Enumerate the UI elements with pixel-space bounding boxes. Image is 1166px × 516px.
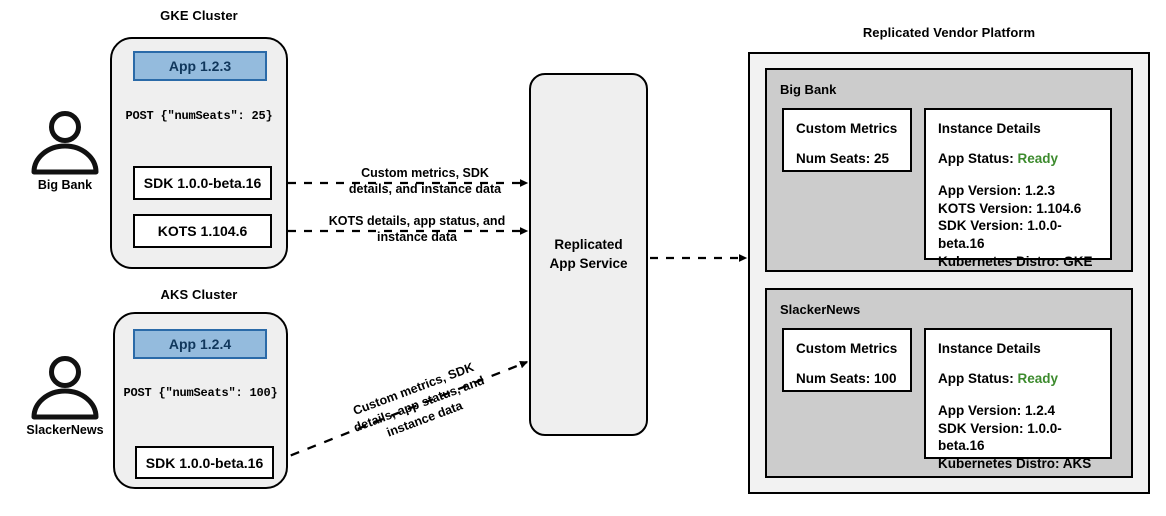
status-badge: Ready [1017, 371, 1059, 386]
gke-kots-box[interactable]: KOTS 1.104.6 [133, 214, 272, 248]
aks-app-label: App 1.2.4 [168, 336, 232, 352]
app-status-line: App Status: Ready [938, 370, 1098, 388]
person-icon [31, 356, 99, 420]
custom-metrics-row: Num Seats: 25 [796, 151, 890, 166]
app-status-label: App Status: [938, 151, 1014, 166]
instance-detail-row: KOTS Version: 1.104.6 [938, 200, 1082, 216]
instance-detail-row: App Version: 1.2.4 [938, 402, 1056, 418]
instance-details-heading: Instance Details [938, 121, 1041, 136]
gke-app-box[interactable]: App 1.2.3 [133, 51, 267, 81]
actor-slackernews: SlackerNews [20, 355, 110, 445]
person-icon [31, 111, 99, 175]
aks-sdk-box[interactable]: SDK 1.0.0-beta.16 [135, 446, 274, 479]
tenant-name-slackernews: SlackerNews [780, 302, 861, 317]
instance-details-card-big-bank: Instance Details App Status: Ready App V… [924, 108, 1112, 269]
instance-details-card-slackernews: Instance Details App Status: Ready App V… [924, 328, 1112, 471]
actor-slackernews-label: SlackerNews [26, 423, 104, 437]
platform-title: Replicated Vendor Platform [862, 25, 1036, 40]
tenant-name-big-bank: Big Bank [780, 82, 837, 97]
app-status-line: App Status: Ready [938, 150, 1098, 168]
tenant-panel-slackernews: SlackerNews Custom Metrics Num Seats: 10… [765, 288, 1133, 478]
aks-cluster-title: AKS Cluster [160, 287, 238, 302]
gke-app-label: App 1.2.3 [168, 58, 232, 74]
custom-metrics-heading: Custom Metrics [796, 341, 898, 356]
instance-detail-row: SDK Version: 1.0.0-beta.16 [938, 420, 1062, 454]
custom-metrics-row: Num Seats: 100 [796, 371, 897, 386]
connector-label-sdk-gke: Custom metrics, SDK details, and instanc… [348, 166, 502, 196]
tenant-panel-big-bank: Big Bank Custom Metrics Num Seats: 25 In… [765, 68, 1133, 272]
replicated-app-service[interactable]: Replicated App Service [529, 73, 648, 436]
custom-metrics-card-slackernews: Custom Metrics Num Seats: 100 [782, 328, 912, 392]
status-badge: Ready [1017, 151, 1059, 166]
aks-app-box[interactable]: App 1.2.4 [133, 329, 267, 359]
actor-big-bank-label: Big Bank [37, 178, 93, 192]
aks-post-payload: POST {"numSeats": 100} [123, 386, 278, 400]
replicated-app-service-label: Replicated App Service [549, 237, 628, 271]
custom-metrics-heading: Custom Metrics [796, 121, 898, 136]
instance-detail-row: App Version: 1.2.3 [938, 182, 1056, 198]
app-status-label: App Status: [938, 371, 1014, 386]
gke-sdk-box[interactable]: SDK 1.0.0-beta.16 [133, 166, 272, 200]
instance-detail-row: Kubernetes Distro: GKE [938, 254, 1093, 270]
instance-detail-row: SDK Version: 1.0.0-beta.16 [938, 218, 1062, 252]
aks-sdk-label: SDK 1.0.0-beta.16 [145, 454, 264, 471]
actor-big-bank: Big Bank [20, 110, 110, 200]
gke-kots-label: KOTS 1.104.6 [157, 223, 248, 239]
custom-metrics-card-big-bank: Custom Metrics Num Seats: 25 [782, 108, 912, 172]
gke-sdk-label: SDK 1.0.0-beta.16 [143, 175, 262, 191]
instance-details-heading: Instance Details [938, 341, 1041, 356]
instance-detail-row: Kubernetes Distro: AKS [938, 456, 1092, 472]
connector-label-kots-gke: KOTS details, app status, and instance d… [328, 214, 506, 244]
gke-post-payload: POST {"numSeats": 25} [125, 109, 273, 123]
gke-cluster-title: GKE Cluster [160, 8, 238, 23]
